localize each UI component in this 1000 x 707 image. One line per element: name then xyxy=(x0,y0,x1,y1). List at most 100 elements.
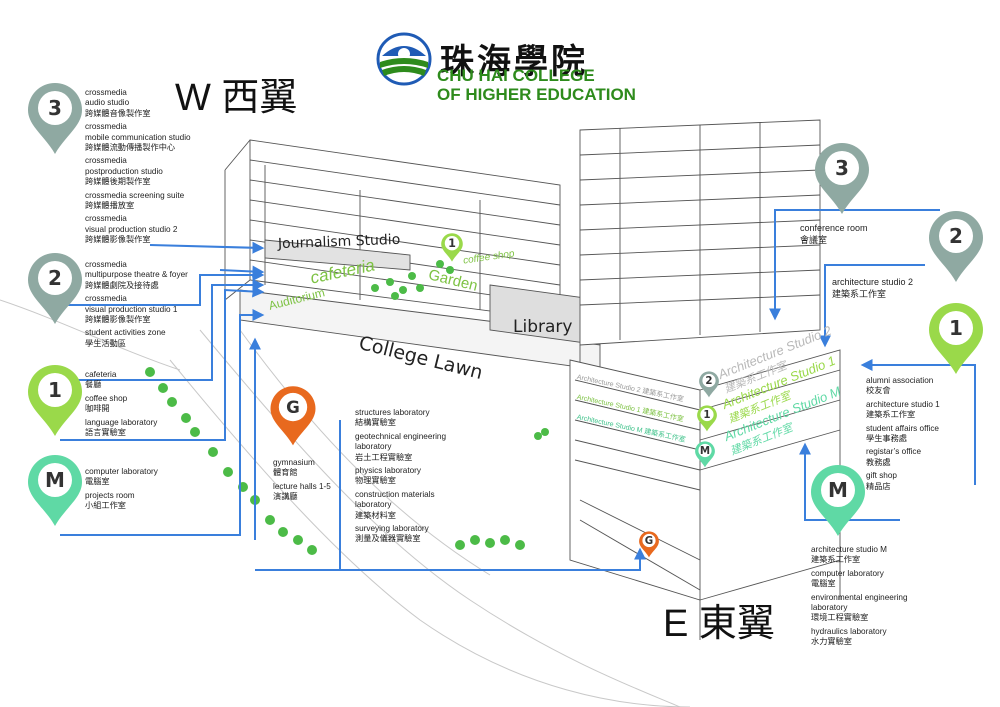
legend-line: conference room xyxy=(800,223,868,233)
legend-line: 建築系工作室 xyxy=(866,410,916,420)
legend-line: postproduction studio xyxy=(85,166,163,176)
east-floor-1-legend: alumni association 校友會 architecture stud… xyxy=(866,376,940,492)
west-wing-title: W 西翼 xyxy=(175,77,298,119)
east-wing-title: E 東翼 xyxy=(663,603,775,645)
west-wing-building xyxy=(224,139,601,371)
east-floor-2-pin[interactable]: 2 xyxy=(926,208,986,283)
east-floor-m-legend: architecture studio M 建築系工作室 computer la… xyxy=(811,545,908,648)
legend-line: crossmedia xyxy=(85,214,127,224)
east-floor-3-legend: conference room 會議室 xyxy=(800,222,868,246)
legend-line: student affairs office xyxy=(866,423,939,433)
west-floor-1-pin-label: 1 xyxy=(48,378,62,402)
college-name-english-line2: OF HIGHER EDUCATION xyxy=(437,85,636,104)
college-name-chinese: 珠海學院 xyxy=(440,42,588,82)
legend-line: gift shop xyxy=(866,471,897,481)
legend-line: 跨媒體播放室 xyxy=(85,201,135,211)
labs-legend: structures laboratory 結構實驗室 geotechnical… xyxy=(355,408,446,545)
legend-line: crossmedia xyxy=(85,88,127,97)
legend-line: lecture halls 1-5 xyxy=(273,481,331,491)
gymnasium-pin-label: G xyxy=(286,398,300,417)
legend-line: 跨媒體影像製作室 xyxy=(85,315,151,325)
west-floor-1-pin[interactable]: 1 xyxy=(25,362,85,437)
legend-line: laboratory xyxy=(811,603,848,613)
legend-line: alumni association xyxy=(866,376,934,385)
direction-arrows xyxy=(60,209,976,571)
legend-line: 咖啡開 xyxy=(85,404,110,414)
east-floor-2-legend: architecture studio 2 建築系工作室 xyxy=(832,276,913,300)
small-floor-1-pin[interactable]: 1 xyxy=(696,404,718,432)
legend-line: 電腦室 xyxy=(811,579,836,589)
legend-line: architecture studio M xyxy=(811,545,887,554)
legend-line: 建築系工作室 xyxy=(832,289,887,299)
legend-line: architecture studio 2 xyxy=(832,277,914,287)
small-floor-2-pin[interactable]: 2 xyxy=(698,370,720,398)
legend-line: construction materials xyxy=(355,489,435,499)
legend-line: laboratory xyxy=(355,442,392,452)
legend-line: 小組工作室 xyxy=(85,501,126,511)
small-gymnasium-pin[interactable]: G xyxy=(638,530,660,558)
legend-line: 環境工程實驗室 xyxy=(811,613,869,623)
college-name-english-line1: CHU HAI COLLEGE xyxy=(437,66,595,85)
legend-line: 結構實驗室 xyxy=(355,418,396,428)
legend-line: 語言實驗室 xyxy=(85,428,126,438)
west-floor-1-legend: cafeteria 餐廳 coffee shop 咖啡開 language la… xyxy=(85,370,157,438)
west-floor-3-pin[interactable]: 3 xyxy=(25,80,85,155)
legend-line: 教務處 xyxy=(866,457,891,467)
coffee-shop-pin-label: 1 xyxy=(448,237,456,250)
legend-line: crossmedia xyxy=(85,156,127,166)
small-floor-m-pin[interactable]: M xyxy=(694,440,716,468)
east-floor-m-pin[interactable]: M xyxy=(808,462,868,537)
small-gymnasium-pin-label: G xyxy=(645,535,653,547)
legend-line: computer laboratory xyxy=(811,568,884,578)
west-floor-m-pin-label: M xyxy=(45,468,65,492)
legend-line: 學生事務處 xyxy=(866,434,907,444)
legend-line: computer laboratory xyxy=(85,467,158,476)
west-floor-2-legend: crossmedia multipurpose theatre & foyer … xyxy=(85,260,188,349)
legend-line: 跨媒體流動傳播製作中心 xyxy=(85,143,176,153)
legend-line: hydraulics laboratory xyxy=(811,626,887,636)
legend-line: language laboratory xyxy=(85,417,158,427)
legend-line: 演講廳 xyxy=(273,492,298,502)
legend-line: surveying laboratory xyxy=(355,524,429,534)
legend-line: 跨媒體影像製作室 xyxy=(85,235,151,245)
legend-line: physics laboratory xyxy=(355,466,421,476)
legend-line: 精品店 xyxy=(866,481,891,491)
west-floor-2-pin-label: 2 xyxy=(48,266,62,290)
east-floor-3-pin[interactable]: 3 xyxy=(812,140,872,215)
legend-line: structures laboratory xyxy=(355,408,430,417)
legend-line: 水力實驗室 xyxy=(811,637,852,647)
library-label: Library xyxy=(513,317,573,337)
legend-line: audio studio xyxy=(85,98,130,108)
west-floor-m-pin[interactable]: M xyxy=(25,452,85,527)
legend-line: 岩土工程實驗室 xyxy=(355,452,413,462)
legend-line: 跨媒體劇院及接待處 xyxy=(85,280,159,290)
legend-line: crossmedia xyxy=(85,294,127,304)
legend-line: environmental engineering xyxy=(811,592,908,602)
legend-line: 物理實驗室 xyxy=(355,476,396,486)
legend-line: laboratory xyxy=(355,500,392,510)
west-floor-2-pin[interactable]: 2 xyxy=(25,250,85,325)
legend-line: cafeteria xyxy=(85,370,117,379)
legend-line: projects room xyxy=(85,490,135,500)
legend-line: registar’s office xyxy=(866,447,922,457)
east-floor-1-pin[interactable]: 1 xyxy=(926,300,986,375)
legend-line: 電腦室 xyxy=(85,477,110,487)
legend-line: coffee shop xyxy=(85,393,128,403)
gymnasium-pin[interactable]: G xyxy=(268,380,318,450)
legend-line: crossmedia screening suite xyxy=(85,190,185,200)
legend-line: 建築系工作室 xyxy=(811,555,861,565)
small-floor-m-pin-label: M xyxy=(700,445,710,457)
legend-line: 校友會 xyxy=(866,386,891,396)
gymnasium-legend: gymnasium 體育館 lecture halls 1-5 演講廳 xyxy=(273,458,331,503)
legend-line: visual production studio 2 xyxy=(85,224,178,234)
college-logo-emblem xyxy=(376,32,432,86)
coffee-shop-pin[interactable]: 1 xyxy=(440,232,464,262)
east-wing-building xyxy=(569,119,841,640)
legend-line: mobile communication studio xyxy=(85,132,191,142)
west-floor-3-legend: crossmedia audio studio 跨媒體音像製作室 crossme… xyxy=(85,88,191,246)
east-floor-m-pin-label: M xyxy=(828,478,848,502)
small-floor-2-pin-label: 2 xyxy=(705,375,712,387)
legend-line: 跨媒體後期製作室 xyxy=(85,177,151,187)
legend-line: 會議室 xyxy=(800,235,828,245)
